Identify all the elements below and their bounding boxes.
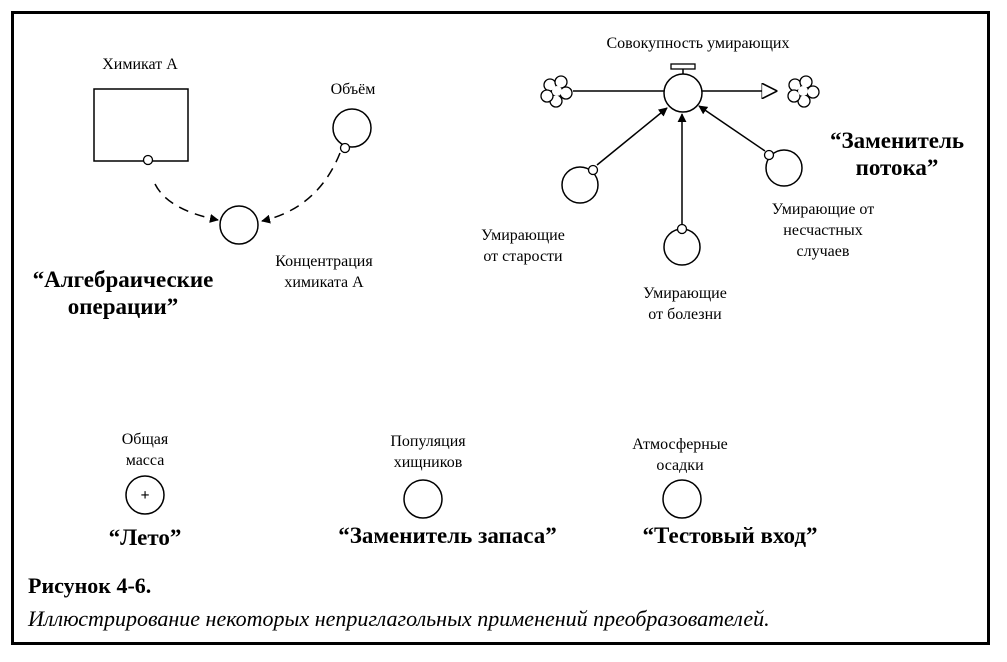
figure-frame — [11, 11, 990, 645]
converter-dying-old-age — [561, 166, 599, 204]
figure-caption-text: Иллюстрирование некоторых неприглагольны… — [28, 606, 770, 631]
example-test-input: “Тестовый вход” — [642, 523, 818, 548]
connector-volume-to-concentration — [261, 152, 341, 224]
stock-chemical-a — [93, 88, 189, 162]
cloud-source-icon — [540, 75, 573, 108]
connector-origin-old-age — [587, 164, 599, 176]
converter-precipitation — [662, 479, 702, 519]
converter-dying-total — [663, 73, 703, 113]
figure-caption-title: Рисунок 4-6. — [28, 573, 152, 598]
label-volume: Объём — [330, 81, 376, 98]
connector-origin-volume — [339, 142, 351, 154]
example-stock-substitute: “Заменитель запаса” — [338, 523, 557, 548]
converter-concentration — [219, 205, 259, 245]
converter-volume — [332, 108, 372, 148]
connector-origin-disease — [676, 223, 688, 235]
converter-total-mass — [125, 475, 165, 515]
valve-handle — [670, 63, 696, 70]
connector-accidents-to-total — [698, 105, 766, 152]
example-summer: “Лето” — [108, 525, 182, 550]
cloud-sink-icon — [787, 75, 820, 108]
label-dying-total: Совокупность умирающих — [606, 35, 790, 52]
connector-origin-accidents — [763, 149, 775, 161]
summer-plus-sign: + — [140, 487, 149, 504]
converter-predator-population — [403, 479, 443, 519]
connector-old-age-to-total — [596, 107, 668, 166]
connector-chemical-to-concentration — [154, 183, 219, 223]
label-chemical-a: Химикат А — [102, 56, 178, 73]
converter-dying-disease — [663, 228, 701, 266]
connector-origin-chemical — [142, 154, 154, 166]
converter-dying-accidents — [765, 149, 803, 187]
